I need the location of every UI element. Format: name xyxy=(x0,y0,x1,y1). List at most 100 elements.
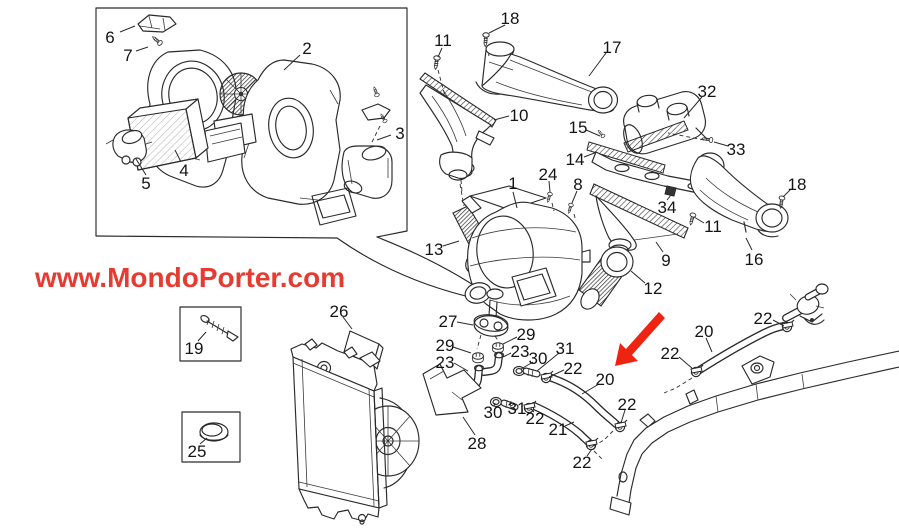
leader-line-20-22 xyxy=(705,337,713,353)
part-25-cap xyxy=(199,422,229,442)
part-20-hose-left xyxy=(545,373,620,428)
leader-line-22-24 xyxy=(548,369,565,378)
radiator-bottom-tank xyxy=(298,488,380,525)
leader-line-21-23 xyxy=(564,421,575,427)
leader-line-22-26 xyxy=(586,448,593,457)
leader-line-26-34 xyxy=(342,316,353,330)
part-number-labels: 1234567891011111213141516171818192020212… xyxy=(105,9,806,472)
watermark-text: www.MondoPorter.com xyxy=(34,262,345,293)
part-label-7-6: 7 xyxy=(123,46,132,65)
inset-box-border-bottom xyxy=(95,230,408,239)
leader-line-23-30 xyxy=(502,352,512,358)
part-label-28-36: 28 xyxy=(468,434,487,453)
part-label-10-9: 10 xyxy=(510,106,529,125)
part-20-hose-right xyxy=(694,322,788,375)
part-label-22-28: 22 xyxy=(661,344,680,363)
part-label-15-15: 15 xyxy=(569,118,588,137)
part-19-screw xyxy=(200,314,239,342)
part-2-cover-plate xyxy=(204,122,246,163)
part-label-31-42: 31 xyxy=(508,399,527,418)
part-label-30-39: 30 xyxy=(529,349,548,368)
leader-line-6-5 xyxy=(119,25,136,33)
leader-line-28-36 xyxy=(462,416,476,436)
part-11-screw-right xyxy=(687,211,697,227)
leader-line-7-6 xyxy=(135,46,149,52)
leader-line-25-33 xyxy=(199,437,208,445)
leader-line-20-21 xyxy=(581,383,600,395)
leader-line-22-28 xyxy=(678,356,694,370)
part-label-14-14: 14 xyxy=(566,150,585,169)
leader-line-30-39 xyxy=(520,361,534,370)
part-32-resonator-box xyxy=(623,91,708,155)
part-3-duct-assembly xyxy=(311,85,393,226)
leader-line-27-35 xyxy=(456,321,474,326)
part-label-8-7: 8 xyxy=(573,175,582,194)
part-34-clip xyxy=(664,185,677,197)
part-label-4-3: 4 xyxy=(179,161,188,180)
part-17-air-intake-duct xyxy=(475,41,619,114)
part-label-29-37: 29 xyxy=(517,325,536,344)
leader-line-2-1 xyxy=(283,54,301,71)
assembly-dashed-lines xyxy=(591,377,693,462)
leader-line-16-16 xyxy=(745,237,753,251)
thermostat-assembly xyxy=(782,283,829,325)
part-label-3-2: 3 xyxy=(395,124,404,143)
part-1-heater-unit xyxy=(461,185,591,332)
part-label-23-30: 23 xyxy=(511,342,530,361)
part-15-screw xyxy=(596,128,606,139)
part-29-nut-a xyxy=(492,342,504,354)
leader-line-18-18 xyxy=(488,24,506,34)
part-label-24-32: 24 xyxy=(539,165,558,184)
part-label-1-0: 1 xyxy=(508,174,517,193)
part-16-air-duct-right xyxy=(689,152,789,238)
frame-tube xyxy=(609,350,899,516)
part-label-22-25: 22 xyxy=(526,409,545,428)
leader-line-23-31 xyxy=(453,362,469,372)
part-label-22-24: 22 xyxy=(564,359,583,378)
part-label-23-31: 23 xyxy=(436,353,455,372)
part-label-30-40: 30 xyxy=(484,403,503,422)
part-12-corrugated-hose xyxy=(578,246,634,310)
leader-line-11-11 xyxy=(693,216,705,224)
part-label-26-34: 26 xyxy=(330,302,349,321)
leader-line-18-19 xyxy=(782,188,792,198)
leader-lines xyxy=(119,24,792,457)
leader-line-24-32 xyxy=(548,180,551,193)
leader-line-29-38 xyxy=(452,346,472,354)
part-2-housing-right-shell xyxy=(241,59,341,205)
leader-line-12-12 xyxy=(630,270,646,284)
part-label-16-16: 16 xyxy=(745,250,764,269)
leader-line-30-40 xyxy=(493,402,496,407)
part-label-33-44: 33 xyxy=(727,140,746,159)
leader-line-10-9 xyxy=(493,115,510,121)
part-label-2-1: 2 xyxy=(302,39,311,58)
leader-line-22-29 xyxy=(772,319,785,327)
part-label-9-8: 9 xyxy=(661,251,670,270)
leader-line-8-7 xyxy=(571,190,578,204)
leader-line-31-41 xyxy=(536,352,560,372)
leader-line-1-0 xyxy=(512,191,518,209)
part-30-ring-b xyxy=(489,396,503,408)
inset-box-screw-19 xyxy=(179,306,242,362)
leader-line-29-37 xyxy=(502,336,518,345)
part-28-rubber-mat xyxy=(422,363,482,416)
part-label-18-18: 18 xyxy=(501,9,520,28)
part-31-fitting-a xyxy=(522,367,541,378)
leader-line-9-8 xyxy=(655,241,664,253)
inset-box-cap-25 xyxy=(181,411,241,463)
part-7-screw xyxy=(150,34,164,47)
leader-line-5-4 xyxy=(135,158,147,176)
leader-line-11-10 xyxy=(437,47,443,58)
part-label-13-13: 13 xyxy=(425,240,444,259)
part-label-21-23: 21 xyxy=(549,420,568,439)
part-label-19-20: 19 xyxy=(185,339,204,358)
leader-line-14-14 xyxy=(583,151,598,158)
red-annotation-arrow xyxy=(615,312,665,366)
part-3-gasket-frame xyxy=(311,187,357,226)
part-label-31-41: 31 xyxy=(556,339,575,358)
frame-foot xyxy=(609,496,632,516)
part-label-34-45: 34 xyxy=(658,198,677,217)
part-label-25-33: 25 xyxy=(188,442,207,461)
